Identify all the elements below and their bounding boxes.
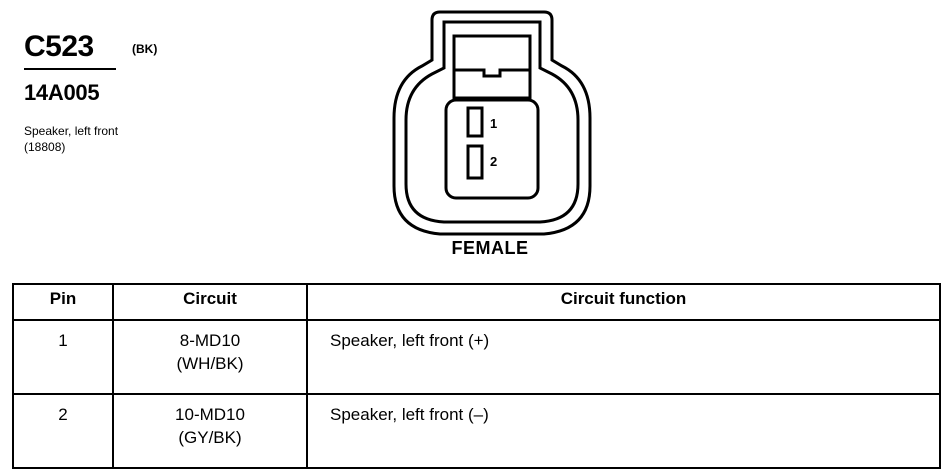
locking-tab <box>452 34 532 100</box>
circuit-wire-color: (WH/BK) <box>176 354 244 373</box>
circuit-id: 8-MD10 <box>179 331 241 350</box>
connector-color-code: (BK) <box>132 42 158 56</box>
connector-description: Speaker, left front <box>24 124 119 138</box>
pin-2-terminal <box>466 144 484 180</box>
pin-number-cell: 2 <box>12 393 114 469</box>
part-number: 14A005 <box>24 80 100 105</box>
circuit-function-cell: Speaker, left front (+) <box>306 319 941 395</box>
pin-number-cell: 1 <box>12 319 114 395</box>
column-header-pin: Pin <box>12 283 114 321</box>
connector-housing-inner <box>404 20 580 224</box>
connector-id: C523 <box>24 30 116 70</box>
column-header-circuit-function: Circuit function <box>306 283 941 321</box>
circuit-cell: 8-MD10 (WH/BK) <box>112 319 308 395</box>
circuit-id: 10-MD10 <box>175 405 245 424</box>
pin-2-label: 2 <box>490 154 497 169</box>
circuit-wire-color: (GY/BK) <box>178 428 242 447</box>
connector-header: C523 (BK) 14A005 Speaker, left front (18… <box>24 30 157 154</box>
locking-latch <box>454 68 530 78</box>
table-row: 1 8-MD10 (WH/BK) Speaker, left front (+) <box>12 319 941 395</box>
table-row: 2 10-MD10 (GY/BK) Speaker, left front (–… <box>12 393 941 469</box>
terminal-cavity <box>444 98 540 200</box>
pin-1-label: 1 <box>490 116 497 131</box>
table-header-row: Pin Circuit Circuit function <box>12 283 941 321</box>
column-header-circuit: Circuit <box>112 283 308 321</box>
pin-1-terminal <box>466 106 484 138</box>
connector-housing-outer <box>392 10 592 236</box>
connector-reference: (18808) <box>24 140 66 154</box>
circuit-function-cell: Speaker, left front (–) <box>306 393 941 469</box>
pinout-table: Pin Circuit Circuit function 1 8-MD10 (W… <box>12 283 941 469</box>
connector-face-diagram: 1 2 <box>392 10 592 236</box>
connector-gender-label: FEMALE <box>451 238 529 258</box>
circuit-cell: 10-MD10 (GY/BK) <box>112 393 308 469</box>
